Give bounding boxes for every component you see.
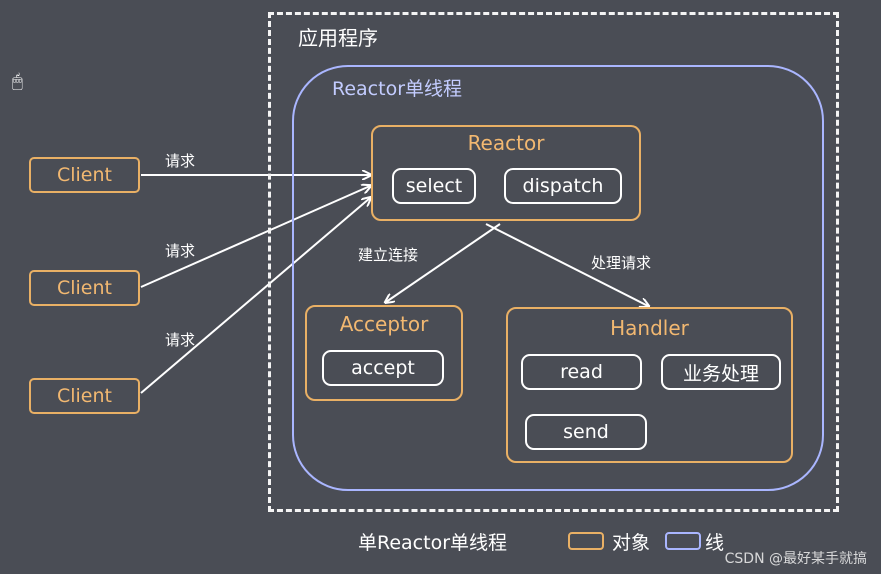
request-label-3: 请求 [165, 331, 196, 349]
select-method: select [392, 168, 476, 204]
legend-object-label: 对象 [612, 532, 651, 554]
request-arrow-2 [140, 186, 370, 288]
client-box-3: Client [29, 378, 140, 414]
handler-box [506, 307, 793, 463]
establish-arrow [386, 223, 501, 302]
reactor-box [371, 125, 641, 221]
acceptor-title: Acceptor [339, 312, 429, 336]
legend-thread-swatch [665, 532, 701, 550]
diagram-caption: 单Reactor单线程 [358, 532, 508, 554]
read-method: read [521, 354, 642, 390]
send-method: send [525, 414, 647, 450]
establish-connection-label: 建立连接 [358, 246, 419, 264]
process-request-label: 处理请求 [591, 254, 652, 272]
mouse-cursor-icon: 🖱 [12, 71, 23, 92]
reactor-thread-label: Reactor单线程 [332, 78, 463, 100]
acceptor-box [305, 305, 463, 401]
request-label-1: 请求 [165, 152, 196, 170]
legend-object-swatch [568, 532, 604, 550]
process-arrow [485, 223, 648, 306]
request-arrow-3 [140, 198, 370, 394]
application-label: 应用程序 [298, 26, 378, 50]
handler-title: Handler [610, 316, 689, 340]
request-label-2: 请求 [165, 242, 196, 260]
application-frame [268, 12, 839, 512]
legend-thread-label: 线 [705, 532, 725, 554]
business-process-method: 业务处理 [661, 354, 781, 390]
watermark-text: CSDN @最好某手就搞 [724, 551, 867, 567]
reactor-title: Reactor [467, 131, 545, 155]
client-box-2: Client [29, 270, 140, 306]
dispatch-method: dispatch [504, 168, 622, 204]
reactor-thread-frame [292, 65, 824, 491]
accept-method: accept [322, 350, 444, 386]
client-box-1: Client [29, 157, 140, 193]
